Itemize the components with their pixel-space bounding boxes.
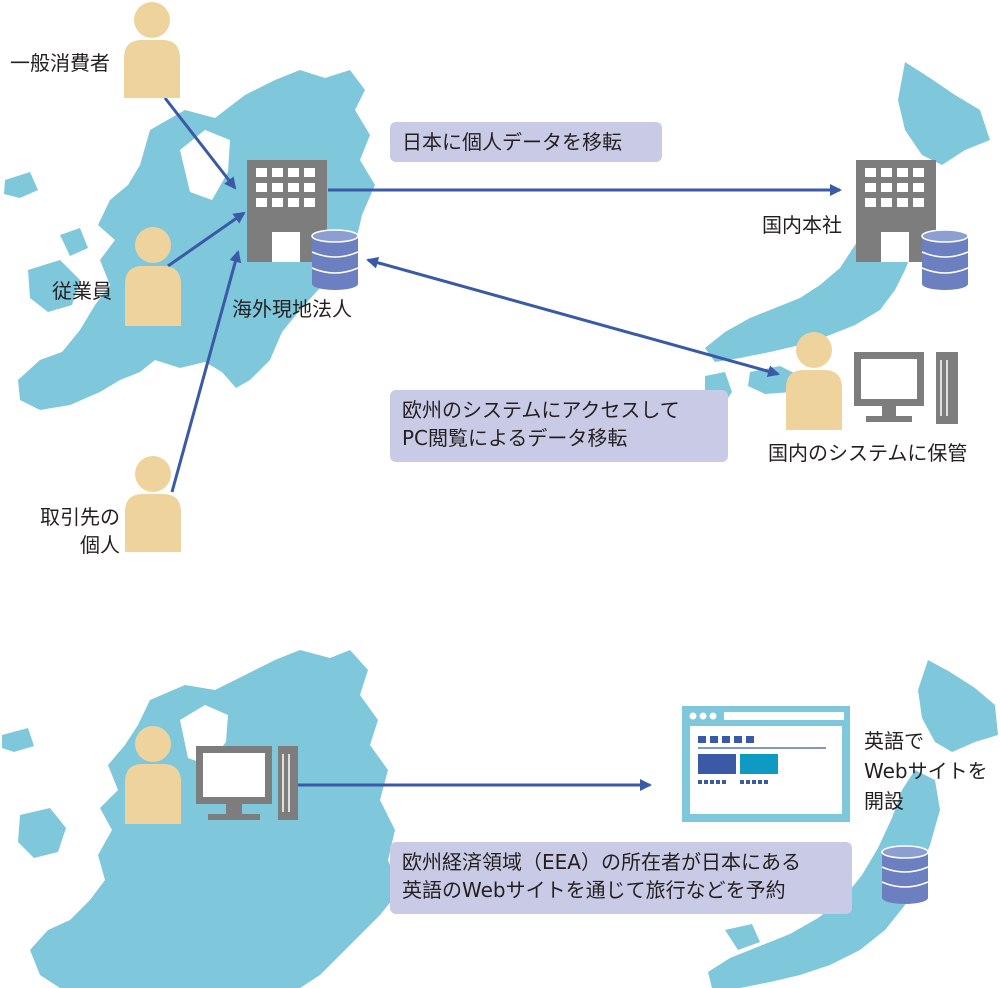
- transfer-label: 日本に個人データを移転: [402, 130, 622, 154]
- database-icon-hq: [921, 229, 969, 290]
- europe-map-icon-top: [4, 70, 375, 410]
- booking-label-box: 欧州経済領域（EEA）の所在者が日本にある 英語のWebサイトを通じて旅行などを…: [390, 842, 852, 914]
- database-icon-japan-bottom: [881, 845, 929, 904]
- arrow-partner-to-subsidiary: [170, 250, 242, 493]
- person-icon-eea: [125, 726, 181, 824]
- label-partner-line2: 個人: [80, 533, 120, 557]
- transfer-label-box: 日本に個人データを移転: [390, 122, 662, 162]
- label-consumer: 一般消費者: [10, 51, 110, 75]
- arrows: [163, 97, 842, 791]
- booking-label-line1: 欧州経済領域（EEA）の所在者が日本にある: [402, 850, 801, 874]
- label-website-line2: Webサイトを: [864, 759, 988, 783]
- arrow-employee-to-subsidiary: [167, 211, 246, 268]
- label-overseas-subsidiary: 海外現地法人: [232, 297, 352, 321]
- browser-window-icon: [682, 706, 850, 822]
- label-hq: 国内本社: [762, 213, 842, 237]
- label-partner-line1: 取引先の: [40, 505, 120, 529]
- computer-icon-eea: [196, 746, 298, 820]
- person-icon-partner: [125, 456, 181, 552]
- person-icon-domestic: [786, 332, 842, 430]
- database-icon-subsidiary: [311, 229, 359, 290]
- access-label-line2: PC閲覧によるデータ移転: [402, 426, 628, 450]
- person-icon-employee: [125, 227, 181, 326]
- label-website-line1: 英語で: [864, 729, 924, 753]
- computer-icon-domestic: [854, 352, 958, 424]
- label-website-line3: 開設: [864, 789, 904, 813]
- label-domestic-system: 国内のシステムに保管: [768, 441, 968, 465]
- booking-label-line2: 英語のWebサイトを通じて旅行などを予約: [402, 878, 786, 902]
- access-label-line1: 欧州のシステムにアクセスして: [402, 398, 680, 422]
- arrow-system-access: [366, 256, 780, 378]
- label-employee: 従業員: [52, 279, 112, 303]
- arrow-consumer-to-subsidiary: [163, 97, 237, 190]
- access-label-box: 欧州のシステムにアクセスして PC閲覧によるデータ移転: [390, 390, 728, 462]
- person-icon-consumer: [124, 2, 180, 98]
- europe-map-icon-bottom: [2, 650, 400, 988]
